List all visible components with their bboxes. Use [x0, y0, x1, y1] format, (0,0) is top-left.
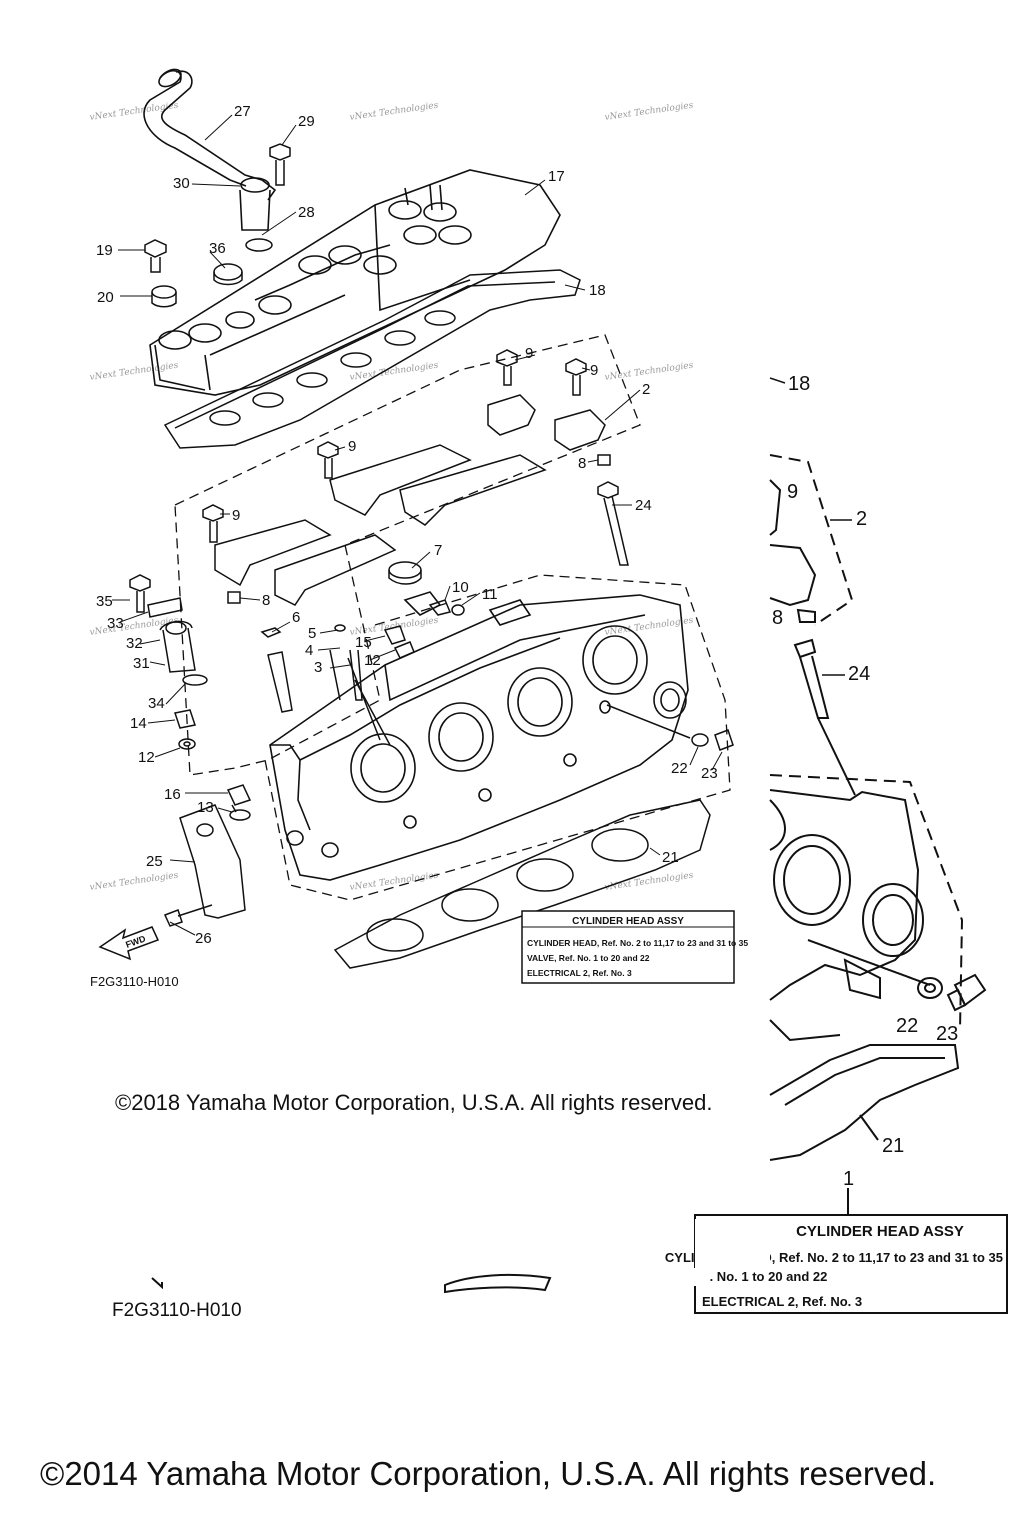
diagram-code: F2G3110-H010 — [90, 974, 179, 989]
callout-5: 5 — [308, 625, 316, 642]
callout-24-bg: 24 — [848, 663, 870, 685]
callouts: 27 29 30 28 19 36 20 17 18 9 9 2 9 8 9 2… — [96, 103, 718, 947]
copyright-2014: ©2014 Yamaha Motor Corporation, U.S.A. A… — [40, 1455, 937, 1492]
callout-12: 12 — [364, 652, 381, 669]
assy-reference-box: CYLINDER HEAD ASSY CYLINDER HEAD, Ref. N… — [521, 910, 748, 984]
oil-parts-left — [129, 574, 208, 750]
callout-11: 11 — [482, 586, 498, 603]
callout-9: 9 — [525, 345, 533, 362]
cover-gasket-18 — [163, 269, 581, 449]
leader-lines — [112, 114, 723, 936]
callout-8: 8 — [262, 592, 270, 609]
callout-2: 2 — [642, 381, 650, 398]
dashed-group-outlines — [174, 334, 731, 901]
callout-18: 18 — [589, 282, 606, 299]
callout-32: 32 — [126, 635, 143, 652]
callout-8: 8 — [578, 455, 586, 472]
callout-9: 9 — [232, 507, 240, 524]
callout-26: 26 — [195, 930, 212, 947]
callout-28: 28 — [298, 204, 315, 221]
background-assy-box: CYLINDER HEAD ASSY CYLINDER HEAD, Ref. N… — [640, 1214, 1008, 1314]
callout-34: 34 — [148, 695, 165, 712]
callout-23: 23 — [701, 765, 718, 782]
callout-9: 9 — [348, 438, 356, 455]
callout-9-bg: 9 — [787, 481, 798, 503]
head-gasket-21 — [333, 799, 711, 969]
camshaft-caps — [202, 349, 629, 606]
callout-18-bg: 18 — [788, 373, 810, 395]
copyright-2018: ©2018 Yamaha Motor Corporation, U.S.A. A… — [115, 1090, 713, 1115]
o-ring-28 — [245, 238, 273, 252]
callout-22: 22 — [671, 760, 688, 777]
callout-22-bg: 22 — [896, 1015, 918, 1037]
callout-15: 15 — [355, 634, 372, 651]
background-assy-title: CYLINDER HEAD ASSY — [796, 1223, 964, 1240]
callout-24: 24 — [635, 497, 652, 514]
camshaft-cap-group-outline — [174, 334, 641, 776]
background-diagram-layer — [151, 454, 987, 1294]
callout-12: 12 — [138, 749, 155, 766]
valve-parts — [260, 599, 465, 746]
callout-31: 31 — [133, 655, 150, 672]
assy-box-line2: VALVE, Ref. No. 1 to 20 and 22 — [527, 953, 650, 963]
assy-box-title: CYLINDER HEAD ASSY — [572, 916, 684, 927]
callout-21-bg: 21 — [882, 1135, 904, 1157]
fwd-arrow-icon: FWD — [98, 926, 160, 961]
drain-plug-22-23 — [606, 704, 734, 751]
cylinder-head-cover-17 — [149, 169, 561, 396]
diagram-code-bg: F2G3110-H010 — [112, 1300, 242, 1321]
callout-27: 27 — [234, 103, 251, 120]
callout-1-bg: 1 — [843, 1168, 854, 1190]
callout-14: 14 — [130, 715, 147, 732]
callout-20: 20 — [97, 289, 114, 306]
callout-36: 36 — [209, 240, 226, 257]
callout-10: 10 — [452, 579, 469, 596]
sensor-bracket — [163, 784, 252, 927]
cylinder-head-group-outline — [264, 574, 731, 901]
callout-19: 19 — [96, 242, 113, 259]
background-assy-line3: ELECTRICAL 2, Ref. No. 3 — [702, 1294, 862, 1309]
callout-35: 35 — [96, 593, 113, 610]
callout-30: 30 — [173, 175, 190, 192]
bolt-19-grommet-20 — [144, 239, 243, 308]
callout-21: 21 — [662, 849, 679, 866]
assy-box-line1: CYLINDER HEAD, Ref. No. 2 to 11,17 to 23… — [527, 938, 748, 948]
callout-9: 9 — [590, 362, 598, 379]
background-callouts: 18 9 2 8 24 22 23 21 1 F2G3110-H010 — [112, 373, 958, 1321]
callout-33: 33 — [107, 615, 124, 632]
callout-4: 4 — [305, 642, 313, 659]
callout-2-bg: 2 — [856, 508, 867, 530]
callout-3: 3 — [314, 659, 322, 676]
callout-23-bg: 23 — [936, 1023, 958, 1045]
breather-hose-27 — [143, 68, 277, 231]
callout-8-bg: 8 — [772, 607, 783, 629]
callout-6: 6 — [292, 609, 300, 626]
callout-17: 17 — [548, 168, 565, 185]
cylinder-head-body — [269, 591, 689, 881]
callout-29: 29 — [298, 113, 315, 130]
callout-25: 25 — [146, 853, 163, 870]
callout-16: 16 — [164, 786, 181, 803]
callout-13: 13 — [197, 799, 214, 816]
callout-7: 7 — [434, 542, 442, 559]
bolt-29 — [269, 143, 291, 186]
assy-box-line3: ELECTRICAL 2, Ref. No. 3 — [527, 968, 632, 978]
